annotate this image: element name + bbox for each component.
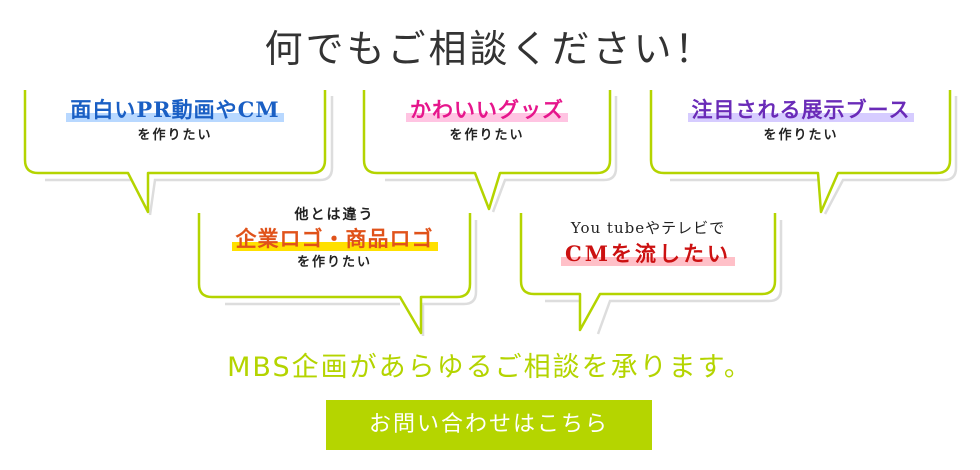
- bubble-suffix: を作りたい: [763, 128, 839, 143]
- tagline: MBS企画があらゆるご相談を承ります。: [227, 352, 753, 383]
- bubble-cute-goods: かわいいグッズ を作りたい: [364, 98, 610, 146]
- bubble-exhibit-booth: 注目される展示ブース を作りたい: [651, 98, 951, 146]
- bubble-suffix: を作りたい: [137, 128, 213, 143]
- bubble-headline: 企業ロゴ・商品ロゴ: [231, 227, 438, 251]
- bubble-pr-video: 面白いPR動画やCM を作りたい: [25, 98, 325, 146]
- bubble-headline: かわいいグッズ: [406, 98, 568, 122]
- bubble-prefix: 他とは違う: [294, 207, 375, 223]
- bubble-suffix: を作りたい: [296, 255, 372, 270]
- bubble-tv-cm: You tubeやテレビで CMを流したい: [521, 218, 775, 266]
- bubble-prefix: You tubeやテレビで: [570, 219, 726, 237]
- bubble-logo: 他とは違う 企業ロゴ・商品ロゴ を作りたい: [199, 205, 470, 273]
- bubble-headline: 注目される展示ブース: [687, 98, 915, 122]
- bubble-headline: 面白いPR動画やCM: [66, 98, 284, 122]
- bubble-headline: CMを流したい: [561, 242, 735, 266]
- bubble-suffix: を作りたい: [449, 128, 525, 143]
- contact-button[interactable]: お問い合わせはこちら: [326, 400, 652, 450]
- page-title: 何でもご相談ください！: [264, 27, 716, 71]
